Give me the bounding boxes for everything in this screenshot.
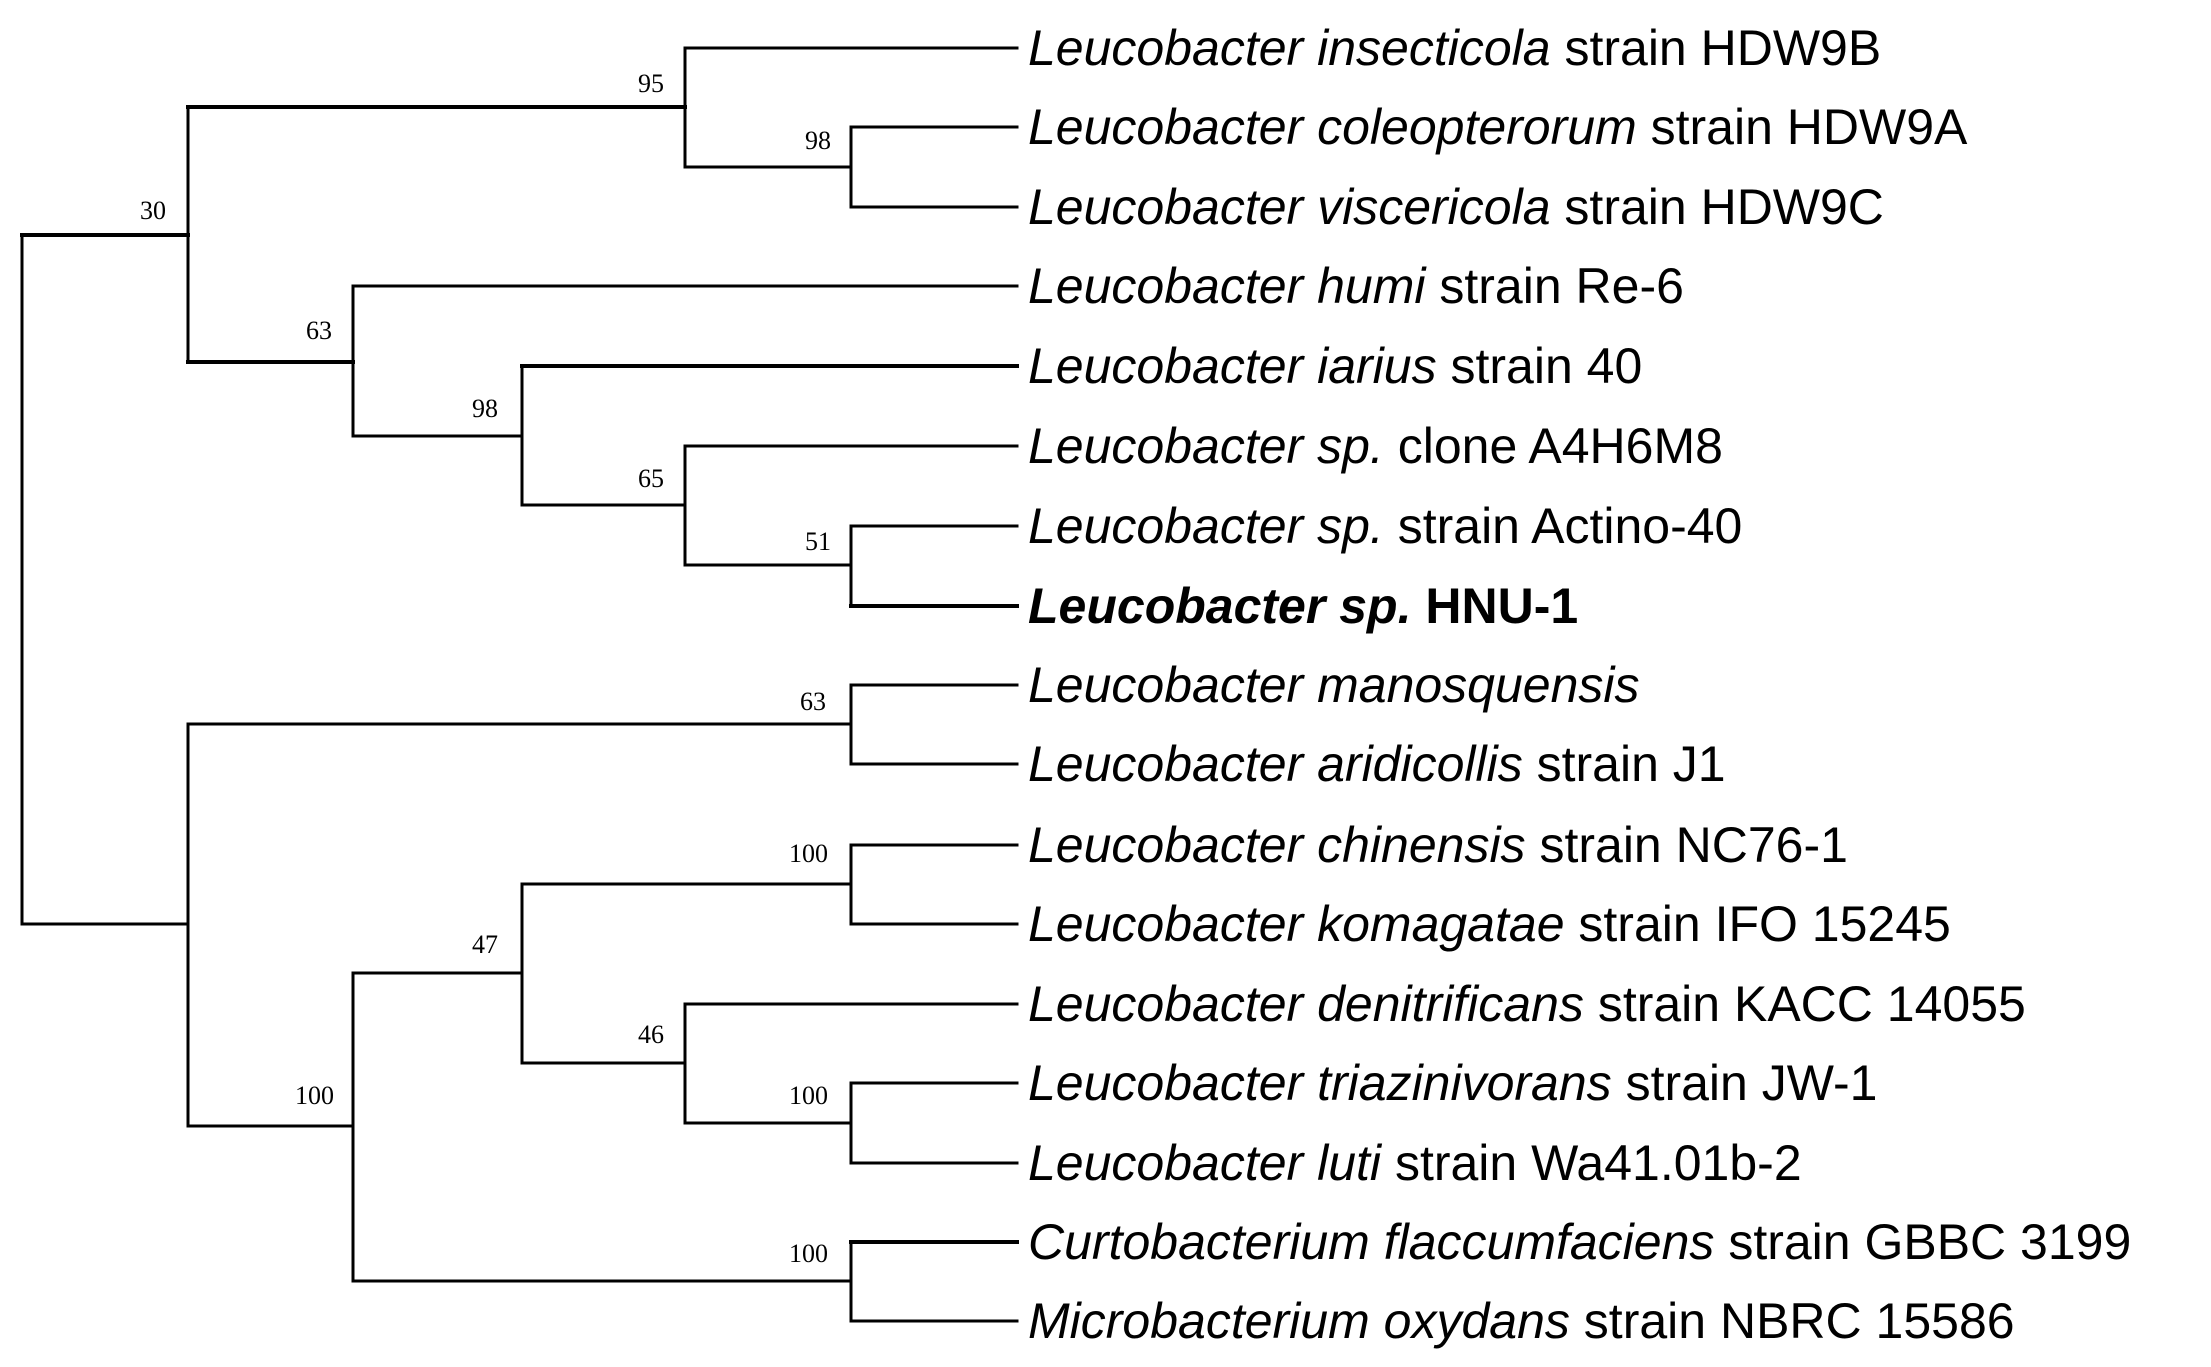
genus-name: Leucobacter [1028, 99, 1306, 155]
taxon-label-humi: Leucobacter humi strain Re-6 [1028, 258, 1684, 314]
bootstrap-label: 30 [140, 196, 166, 225]
species-name: viscericola [1317, 179, 1550, 235]
strain-name: strain Actino-40 [1398, 498, 1743, 554]
taxon-label-iarius: Leucobacter iarius strain 40 [1028, 338, 1642, 394]
species-name: luti [1317, 1135, 1383, 1191]
species-name: flaccumfaciens [1384, 1214, 1715, 1270]
species-name: komagatae [1317, 896, 1564, 952]
strain-name: strain NC76-1 [1539, 817, 1847, 873]
taxon-label-komagatae: Leucobacter komagatae strain IFO 15245 [1028, 896, 1951, 952]
strain-name: strain KACC 14055 [1598, 976, 2026, 1032]
genus-name: Leucobacter [1028, 338, 1306, 394]
strain-name: strain HDW9B [1564, 20, 1881, 76]
taxon-labels: Leucobacter insecticola strain HDW9B Leu… [1028, 20, 2131, 1349]
species-name: sp. [1339, 578, 1411, 634]
bootstrap-label: 46 [638, 1020, 664, 1049]
tree-branches [20, 46, 1019, 1323]
species-name: humi [1317, 258, 1427, 314]
strain-name: strain Wa41.01b-2 [1395, 1135, 1802, 1191]
strain-name: strain Re-6 [1439, 258, 1684, 314]
strain-name: strain 40 [1451, 338, 1643, 394]
bootstrap-label: 98 [472, 394, 498, 423]
strain-name: HNU-1 [1425, 578, 1578, 634]
species-name: chinensis [1317, 817, 1525, 873]
species-name: denitrificans [1317, 976, 1584, 1032]
bootstrap-label: 51 [805, 527, 831, 556]
species-name: insecticola [1317, 20, 1550, 76]
taxon-label-aridicollis: Leucobacter aridicollis strain J1 [1028, 736, 1726, 792]
taxon-label-triazinivorans: Leucobacter triazinivorans strain JW-1 [1028, 1055, 1877, 1111]
strain-name: strain NBRC 15586 [1584, 1293, 2015, 1349]
taxon-label-viscericola: Leucobacter viscericola strain HDW9C [1028, 179, 1884, 235]
genus-name: Leucobacter [1028, 1135, 1306, 1191]
species-name: iarius [1317, 338, 1436, 394]
taxon-label-manosquensis: Leucobacter manosquensis [1028, 657, 1640, 713]
species-name: coleopterorum [1317, 99, 1637, 155]
genus-name: Leucobacter [1028, 976, 1306, 1032]
taxon-label-actino: Leucobacter sp. strain Actino-40 [1028, 498, 1742, 554]
taxon-label-chinensis: Leucobacter chinensis strain NC76-1 [1028, 817, 1848, 873]
bootstrap-label: 100 [789, 1081, 828, 1110]
species-name: sp. [1317, 498, 1384, 554]
genus-name: Leucobacter [1028, 736, 1306, 792]
genus-name: Leucobacter [1028, 258, 1306, 314]
strain-name: strain HDW9C [1564, 179, 1883, 235]
bootstrap-values: 30 95 98 63 98 65 51 63 100 47 46 100 10… [140, 69, 831, 1268]
taxon-label-denitrificans: Leucobacter denitrificans strain KACC 14… [1028, 976, 2026, 1032]
species-name: manosquensis [1317, 657, 1639, 713]
genus-name: Leucobacter [1028, 1055, 1306, 1111]
bootstrap-label: 100 [295, 1081, 334, 1110]
bootstrap-label: 100 [789, 839, 828, 868]
taxon-label-insecticola: Leucobacter insecticola strain HDW9B [1028, 20, 1881, 76]
genus-name: Leucobacter [1028, 578, 1328, 634]
genus-name: Leucobacter [1028, 179, 1306, 235]
genus-name: Microbacterium [1028, 1293, 1370, 1349]
genus-name: Curtobacterium [1028, 1214, 1370, 1270]
genus-name: Leucobacter [1028, 418, 1306, 474]
taxon-label-microbacterium: Microbacterium oxydans strain NBRC 15586 [1028, 1293, 2015, 1349]
species-name: sp. [1317, 418, 1384, 474]
bootstrap-label: 98 [805, 126, 831, 155]
species-name: aridicollis [1317, 736, 1523, 792]
bootstrap-label: 100 [789, 1239, 828, 1268]
bootstrap-label: 63 [800, 687, 826, 716]
bootstrap-label: 47 [472, 930, 498, 959]
taxon-label-clone: Leucobacter sp. clone A4H6M8 [1028, 418, 1723, 474]
strain-name: strain GBBC 3199 [1728, 1214, 2131, 1270]
strain-name: strain J1 [1537, 736, 1726, 792]
strain-name: clone A4H6M8 [1398, 418, 1723, 474]
taxon-label-curtobacterium: Curtobacterium flaccumfaciens strain GBB… [1028, 1214, 2131, 1270]
taxon-label-hnu-highlight: Leucobacter sp. HNU-1 [1028, 578, 1578, 634]
bootstrap-label: 95 [638, 69, 664, 98]
genus-name: Leucobacter [1028, 20, 1306, 76]
strain-name: strain HDW9A [1651, 99, 1968, 155]
bootstrap-label: 63 [306, 316, 332, 345]
strain-name: strain JW-1 [1626, 1055, 1878, 1111]
strain-name: strain IFO 15245 [1578, 896, 1950, 952]
genus-name: Leucobacter [1028, 498, 1306, 554]
genus-name: Leucobacter [1028, 817, 1306, 873]
species-name: triazinivorans [1317, 1055, 1612, 1111]
taxon-label-coleopterorum: Leucobacter coleopterorum strain HDW9A [1028, 99, 1968, 155]
species-name: oxydans [1384, 1293, 1570, 1349]
genus-name: Leucobacter [1028, 657, 1306, 713]
bootstrap-label: 65 [638, 464, 664, 493]
taxon-label-luti: Leucobacter luti strain Wa41.01b-2 [1028, 1135, 1802, 1191]
genus-name: Leucobacter [1028, 896, 1306, 952]
